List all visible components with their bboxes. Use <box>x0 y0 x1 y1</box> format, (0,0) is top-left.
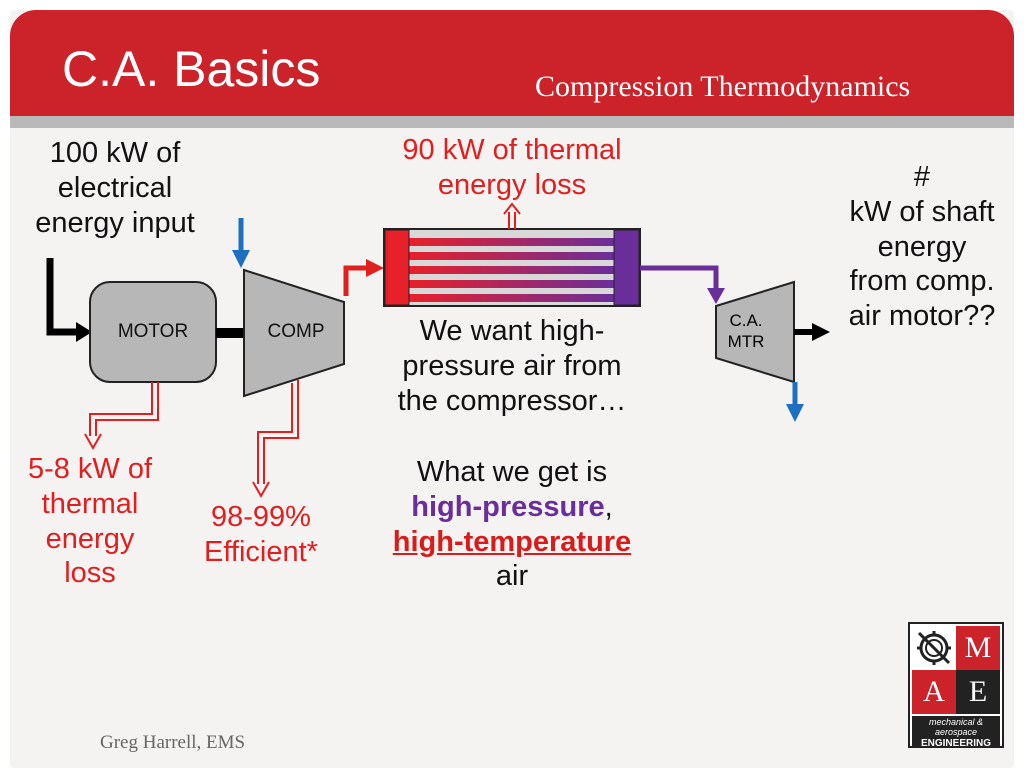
motor-heat-loss-arrow <box>84 382 159 451</box>
gear-compass-icon <box>912 626 956 670</box>
comp-efficiency-text: 98-99% Efficient* <box>204 501 318 568</box>
get-text: What we get is high-pressure, high-tempe… <box>392 456 632 593</box>
title-bar <box>10 10 1014 118</box>
compressor-block <box>243 268 345 398</box>
author-credit: Greg Harrell, EMS <box>100 732 246 753</box>
electrical-input-arrow <box>46 258 92 342</box>
comp-heat-loss-arrow <box>252 380 299 499</box>
comp-label: COMP <box>267 321 325 342</box>
slide-frame <box>10 10 1014 768</box>
air-exhaust-arrow <box>786 382 804 422</box>
air-motor-label: C.A. MTR <box>727 311 765 352</box>
logo-caption: mechanical & aerospace ENGINEERING <box>912 716 1000 749</box>
hot-air-discharge-arrow <box>343 259 384 296</box>
high-temperature-text: high-temperature <box>392 525 632 558</box>
motor-label: MOTOR <box>117 321 189 342</box>
slide-subtitle: Compression Thermodynamics <box>535 70 911 103</box>
logo-m: M <box>956 626 1000 670</box>
drive-shaft <box>216 328 244 338</box>
shaft-output-arrow <box>794 323 830 341</box>
mae-logo: M A E mechanical & aerospace ENGINEERING <box>908 622 1004 749</box>
logo-e: E <box>956 670 1000 714</box>
electrical-input-text: 100 kW of electrical energy input <box>35 137 195 239</box>
want-text: We want high- pressure air from the comp… <box>397 315 627 417</box>
high-pressure-text: high-pressure <box>411 490 605 523</box>
hex-thermal-loss-text: 90 kW of thermal energy loss <box>402 134 622 201</box>
cooled-air-line <box>640 265 725 304</box>
title-underbar <box>10 116 1014 128</box>
air-inlet-arrow <box>232 218 250 268</box>
shaft-energy-text: # kW of shaft energy from comp. air moto… <box>848 161 996 333</box>
motor-thermal-loss-text: 5-8 kW of thermal energy loss <box>27 453 153 590</box>
logo-a: A <box>912 670 956 714</box>
hex-heat-loss-arrow <box>503 202 521 229</box>
slide-title: C.A. Basics <box>62 41 321 97</box>
heat-exchanger <box>383 228 641 307</box>
